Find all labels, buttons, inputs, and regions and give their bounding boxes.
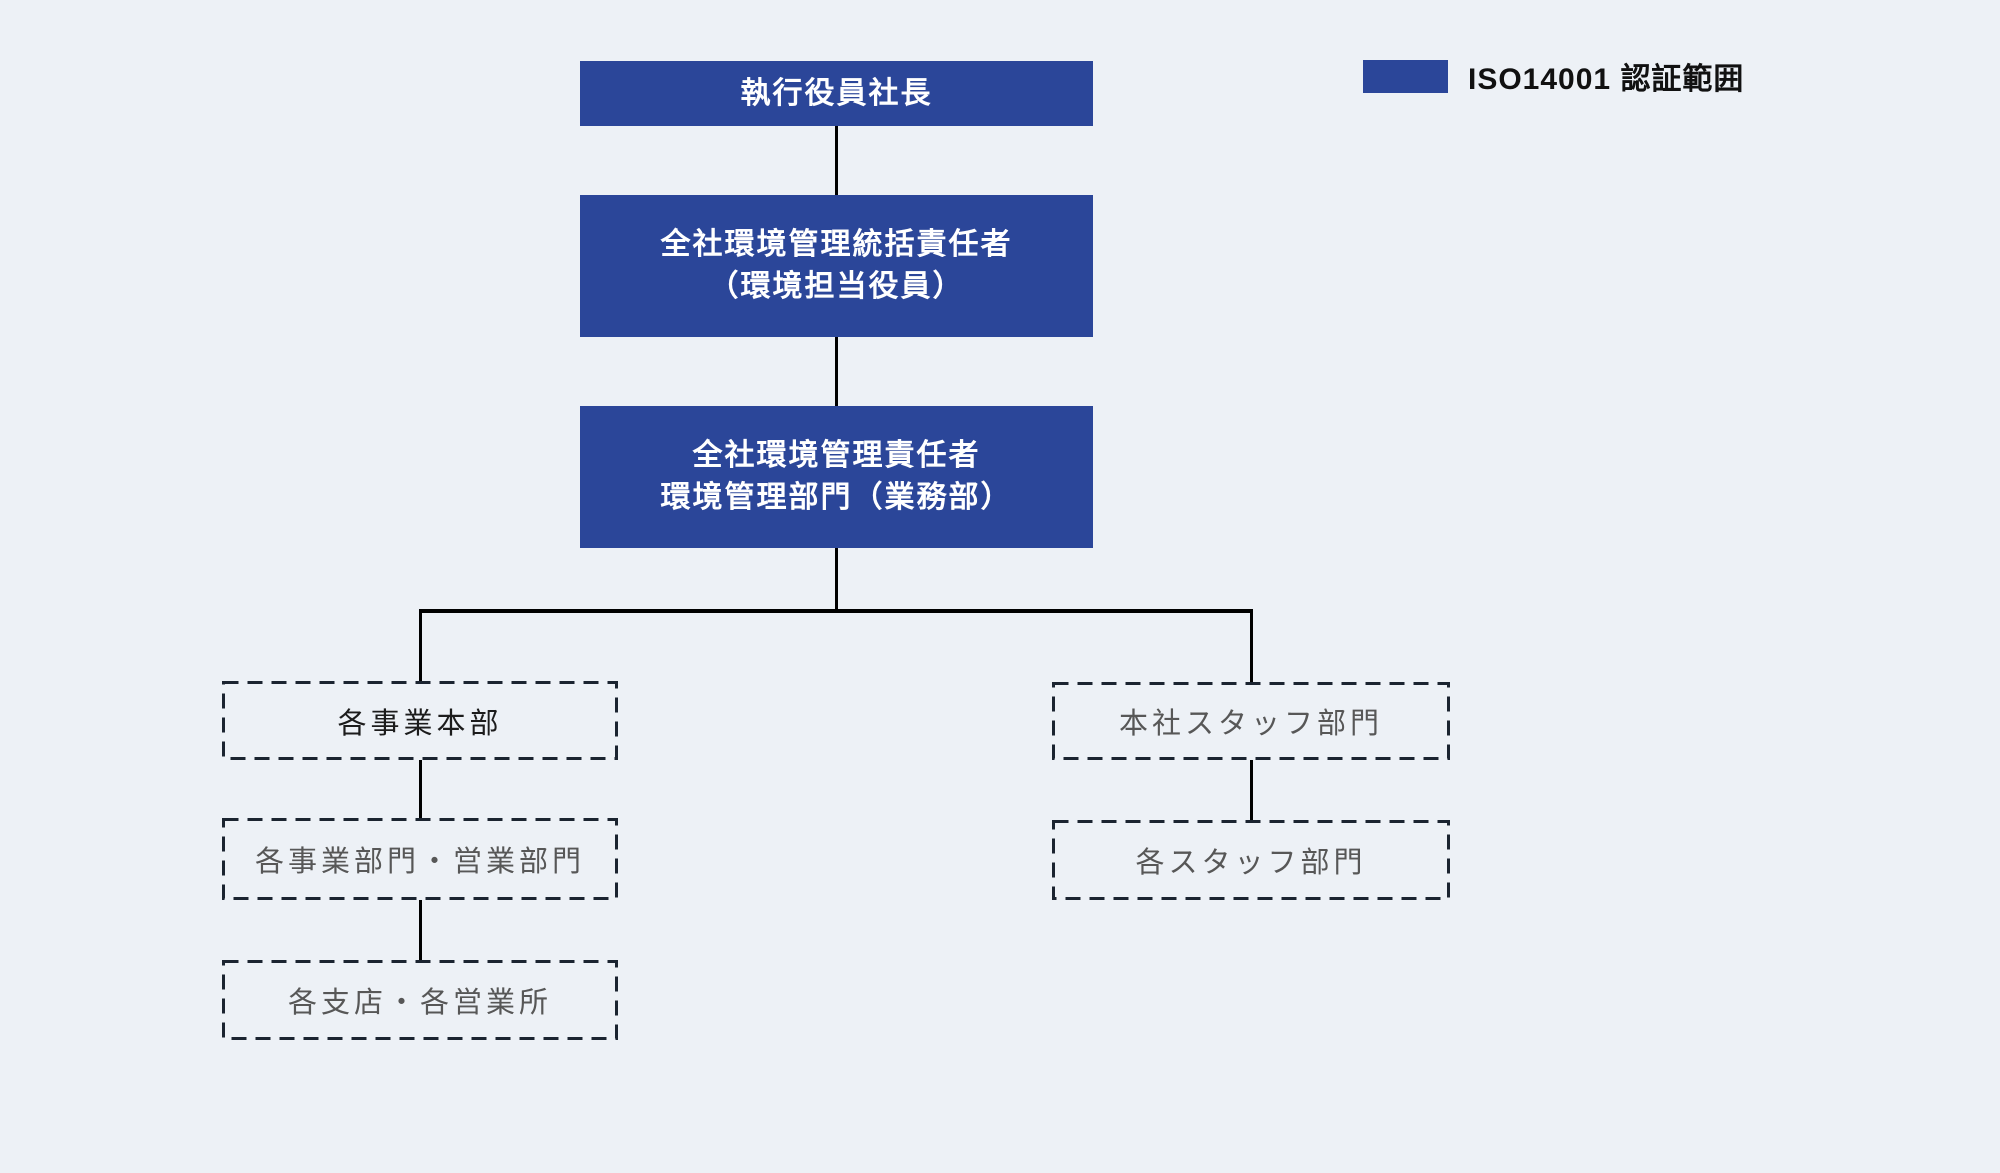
box-business-hq-label: 各事業本部 [337, 707, 503, 740]
box-business-hq: 各事業本部 [222, 681, 618, 760]
box-hq-staff-dept-label: 本社スタッフ部門 [1118, 708, 1383, 740]
legend-label: ISO14001 認証範囲 [1468, 63, 1745, 96]
connector-right-1-2 [1250, 760, 1253, 820]
connector-manager-branch [835, 548, 838, 611]
legend-swatch [1363, 59, 1448, 93]
box-env-manager-line2: 環境管理部門（業務部） [660, 481, 1013, 514]
box-president: 執行役員社長 [580, 61, 1093, 126]
box-env-supervisor: 全社環境管理統括責任者 （環境担当役員） [580, 195, 1093, 337]
connector-branch-left-drop [419, 612, 422, 681]
legend: ISO14001 認証範囲 [1363, 58, 1744, 96]
box-staff-depts-label: 各スタッフ部門 [1135, 847, 1367, 879]
connector-branch-horizontal [419, 609, 1253, 613]
box-env-manager-line1: 全社環境管理責任者 [692, 439, 981, 472]
connector-supervisor-manager [835, 337, 838, 406]
box-env-supervisor-line2: （環境担当役員） [708, 270, 965, 303]
connector-president-supervisor [835, 126, 838, 195]
box-hq-staff-dept: 本社スタッフ部門 [1052, 682, 1450, 760]
box-env-manager: 全社環境管理責任者 環境管理部門（業務部） [580, 406, 1093, 548]
box-branches-offices: 各支店・各営業所 [222, 960, 618, 1040]
box-branches-offices-label: 各支店・各営業所 [287, 987, 552, 1019]
box-business-sales-depts-label: 各事業部門・営業部門 [254, 846, 585, 878]
connector-left-1-2 [419, 760, 422, 818]
box-staff-depts: 各スタッフ部門 [1052, 820, 1450, 900]
connector-branch-right-drop [1250, 612, 1253, 682]
box-env-supervisor-line1: 全社環境管理統括責任者 [660, 228, 1013, 261]
box-business-sales-depts: 各事業部門・営業部門 [222, 818, 618, 900]
connector-left-2-3 [419, 900, 422, 960]
box-president-label: 執行役員社長 [740, 76, 933, 110]
